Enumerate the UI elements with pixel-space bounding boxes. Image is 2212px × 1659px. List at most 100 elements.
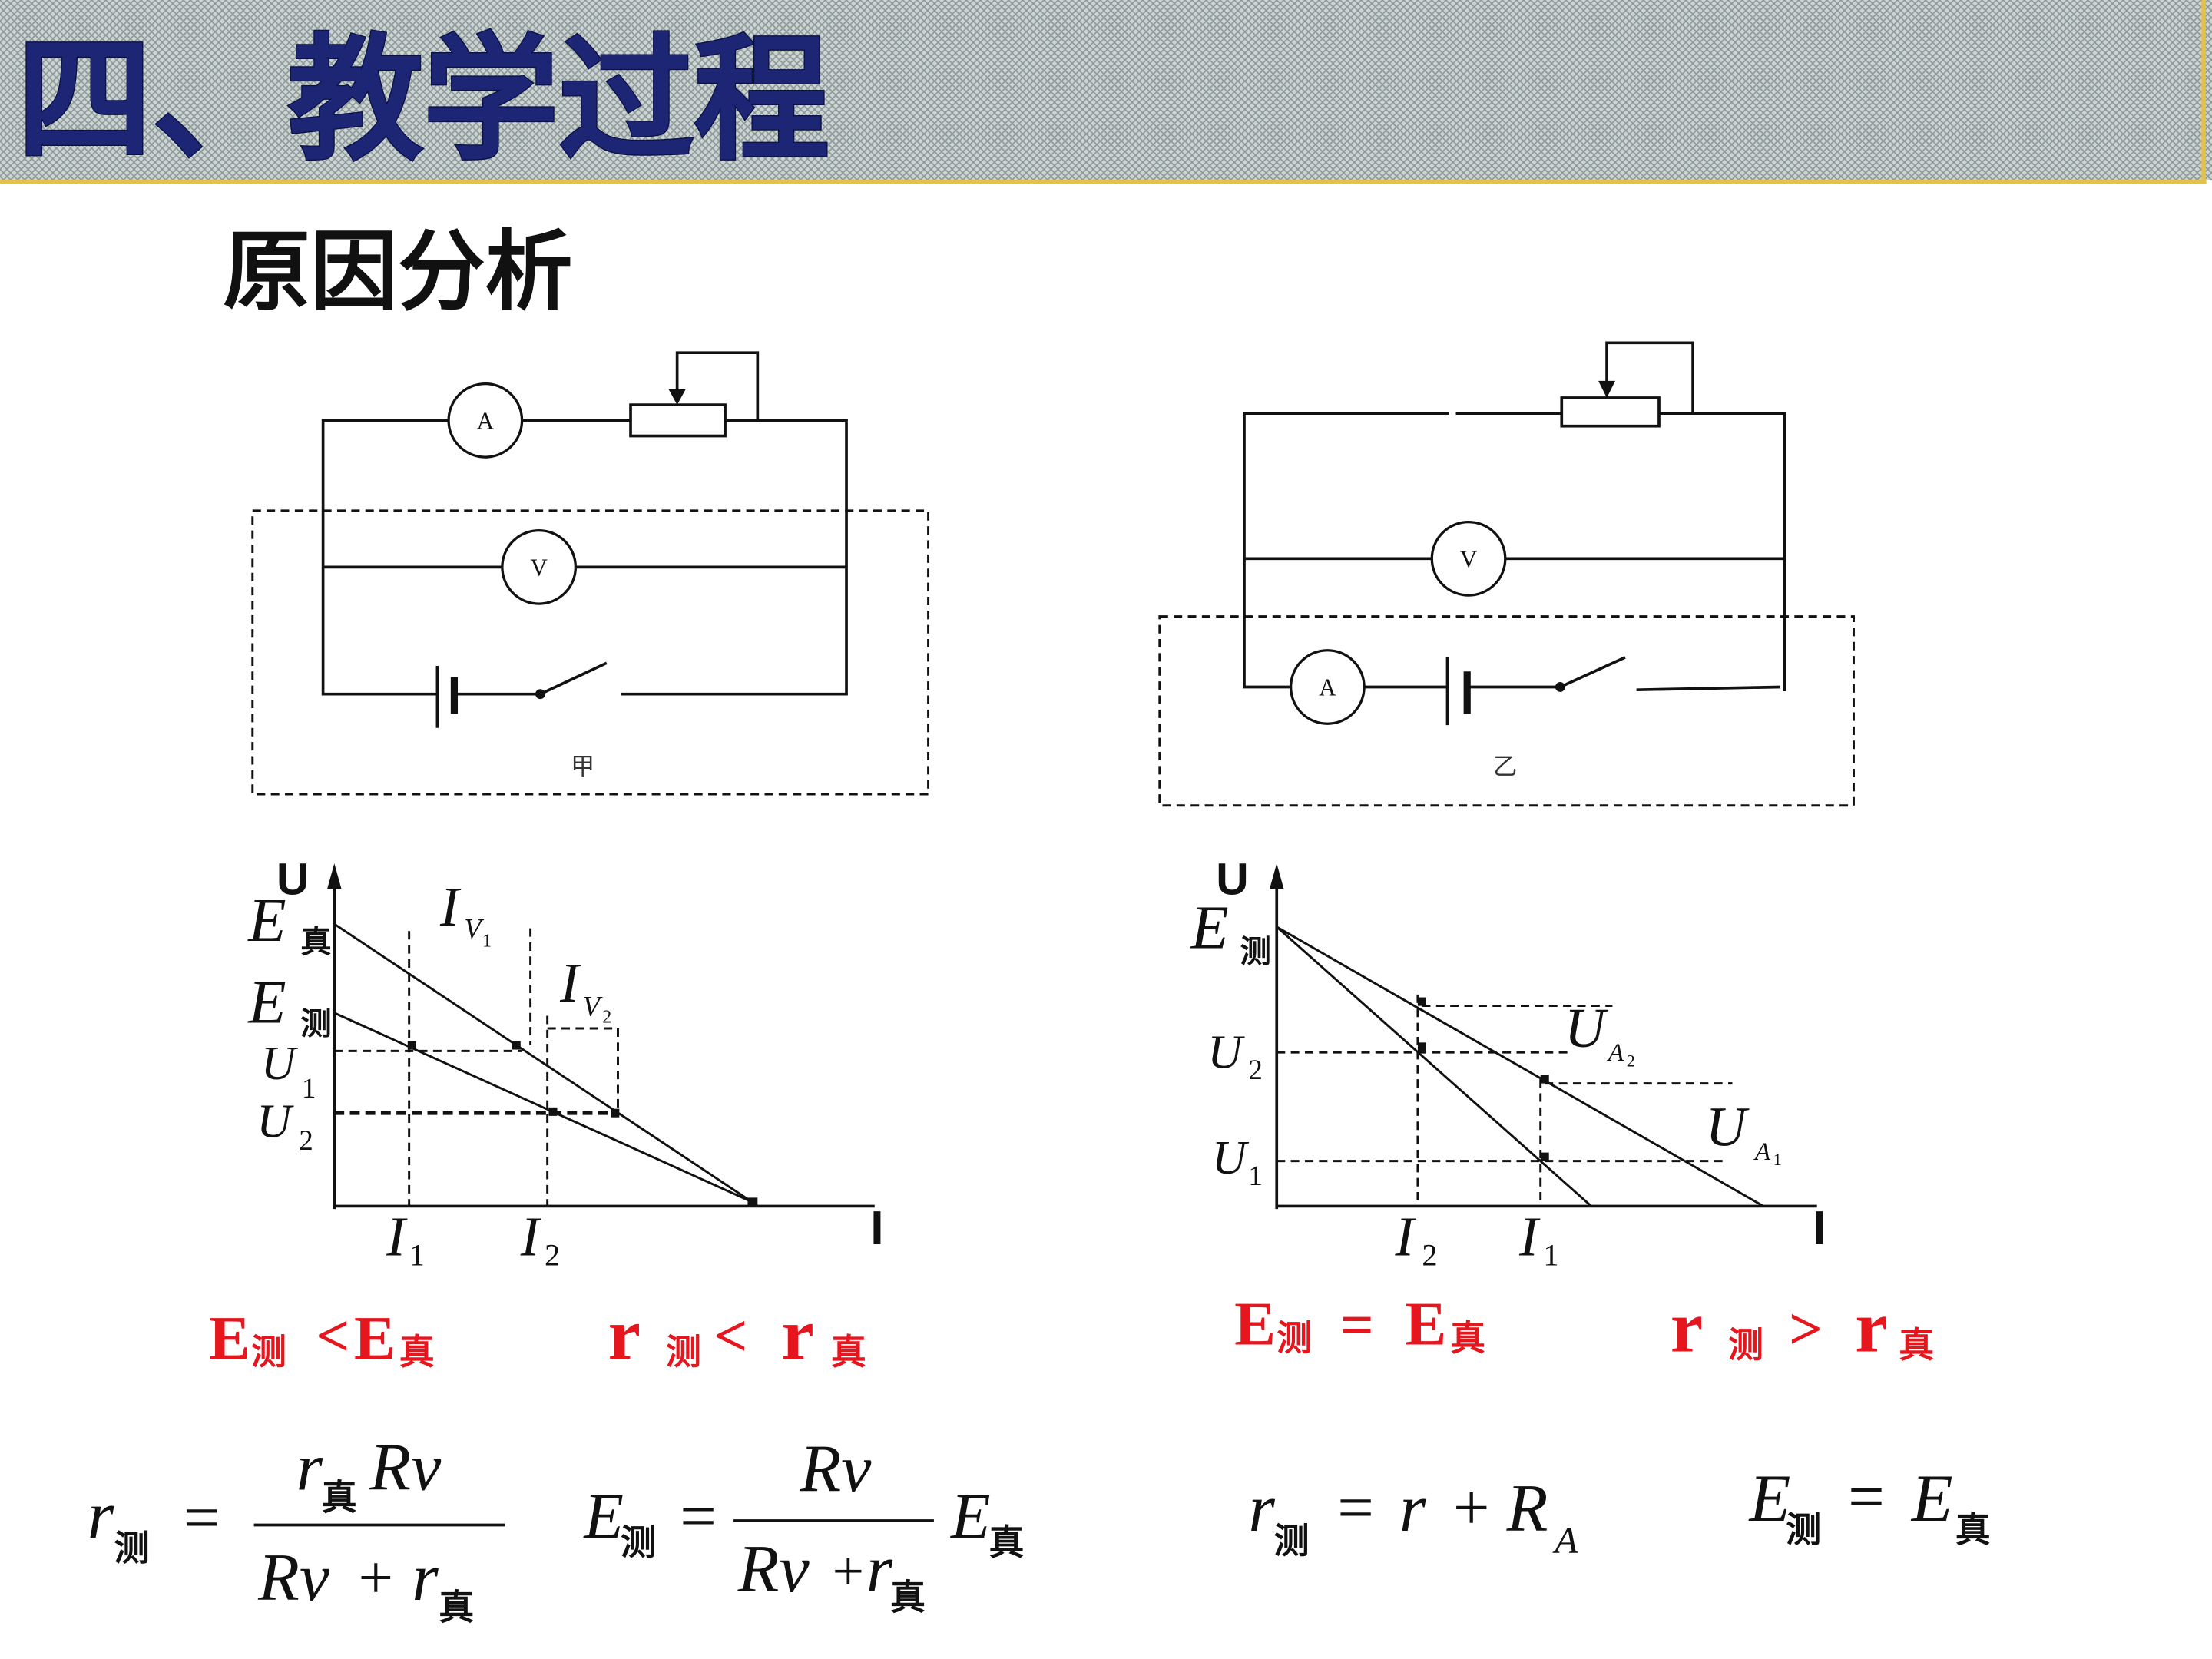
conclusion-yi-r-lhs-sub: 测 xyxy=(1728,1324,1763,1366)
conclusion-yi-emf-lhs: E xyxy=(1234,1290,1276,1358)
formula-r-yi-r: r xyxy=(1399,1471,1426,1546)
conclusion-jia-emf-op: < xyxy=(316,1303,349,1369)
graph-yi-e-meas-sub: 测 xyxy=(1240,933,1270,970)
conclusion-jia-emf: E 测 < E 真 xyxy=(209,1303,435,1373)
circuit-jia-voltmeter xyxy=(501,528,578,605)
circuit-yi-outer-wire xyxy=(1243,412,1786,691)
graph-yi-i2-sub: 2 xyxy=(1422,1238,1437,1273)
header-background xyxy=(0,0,2212,181)
graph-jia-u1-sub: 1 xyxy=(302,1072,316,1104)
circuit-jia-dashed-box xyxy=(251,509,930,796)
formula-e-yi-lhs: E xyxy=(1748,1461,1791,1536)
graph-yi-point xyxy=(1417,1042,1426,1051)
graph-jia-i1-sub: 1 xyxy=(409,1238,425,1273)
conclusion-jia-resistance: r 测 < r 真 xyxy=(608,1293,866,1375)
formula-e-jia-den-rv: Rv xyxy=(737,1532,810,1607)
circuit-jia-rheostat-slider xyxy=(675,351,760,421)
graph-jia-point xyxy=(407,1041,416,1050)
formula-e-jia: E 测 = Rv Rv + r 真 E 真 xyxy=(583,1431,1024,1618)
formula-r-jia-den-rv: Rv xyxy=(257,1540,330,1615)
conclusion-yi-emf-op: = xyxy=(1340,1291,1374,1357)
circuit-jia-slider-arrow xyxy=(668,389,686,406)
formula-r-yi-ra: R xyxy=(1506,1471,1548,1546)
graph-jia-u1: U xyxy=(261,1036,299,1090)
circuit-yi-ammeter-label: A xyxy=(1319,674,1336,701)
conclusion-yi-r-rhs-sub: 真 xyxy=(1899,1324,1934,1366)
formula-r-yi-lhs: r xyxy=(1249,1471,1276,1546)
formula-e-yi: E 测 = E 真 xyxy=(1748,1461,1991,1551)
formula-r-yi: r 测 = r + R A xyxy=(1249,1471,1579,1561)
circuit-yi-voltmeter xyxy=(1430,520,1507,597)
page-title: 四、教学过程 xyxy=(17,21,830,179)
formula-r-jia-den-r: r xyxy=(412,1540,439,1615)
graph-jia-e-true: E xyxy=(247,886,286,955)
graph-yi-i1: I xyxy=(1518,1206,1541,1268)
graph-yi: U I E 测 U 2 U 1 U A 2 U A 1 I 2 I 1 xyxy=(1190,854,1826,1272)
formula-e-yi-eq: = xyxy=(1848,1461,1885,1532)
graph-jia-iv1-sub: V xyxy=(464,912,484,944)
circuit-jia-caption: 甲 xyxy=(571,753,594,780)
conclusion-jia-r-op: < xyxy=(714,1303,747,1369)
formula-e-jia-den-op: + xyxy=(833,1540,864,1602)
formula-r-jia-den-r-sub: 真 xyxy=(439,1587,474,1628)
graph-jia-e-meas-sub: 测 xyxy=(300,1005,331,1041)
graph-jia-point xyxy=(747,1197,758,1207)
circuit-yi-rheostat-slider xyxy=(1605,341,1694,414)
circuit-yi-slider-arrow xyxy=(1598,380,1616,398)
formula-e-yi-rhs-sub: 真 xyxy=(1955,1509,1991,1551)
circuit-jia-ammeter xyxy=(447,382,524,459)
graph-jia-i2: I xyxy=(520,1206,542,1268)
conclusion-jia-emf-rhs: E xyxy=(354,1304,396,1373)
formula-r-jia-lhs: r xyxy=(88,1478,114,1553)
conclusion-yi-r-lhs: r xyxy=(1671,1286,1703,1368)
graph-yi-y-axis-label: U xyxy=(1216,854,1248,904)
circuit-yi-ammeter xyxy=(1289,649,1366,725)
formula-e-jia-eq: = xyxy=(680,1481,717,1552)
circuit-yi-voltmeter-label: V xyxy=(1460,545,1478,572)
conclusion-yi-emf: E 测 = E 真 xyxy=(1234,1290,1485,1358)
formula-e-yi-lhs-sub: 测 xyxy=(1786,1509,1821,1551)
conclusion-jia-r-lhs-sub: 测 xyxy=(666,1331,701,1373)
graph-jia-i2-sub: 2 xyxy=(545,1238,560,1273)
circuit-yi-rheostat xyxy=(1560,396,1661,428)
circuit-yi-switch-blade xyxy=(1559,656,1626,689)
conclusion-jia-emf-rhs-sub: 真 xyxy=(399,1331,435,1373)
formula-r-yi-op: + xyxy=(1453,1472,1490,1544)
graph-jia-measured-line xyxy=(333,1012,753,1204)
graph-yi-ua2-sub: A xyxy=(1607,1039,1624,1067)
conclusion-yi-r-op: > xyxy=(1789,1296,1823,1362)
graph-yi-ua2-subsub: 2 xyxy=(1627,1051,1635,1071)
circuit-jia: A V 甲 xyxy=(251,351,930,796)
graph-jia-iv2-subsub: 2 xyxy=(602,1008,611,1028)
graph-jia-e-true-sub: 真 xyxy=(300,923,331,960)
conclusion-yi-emf-rhs: E xyxy=(1405,1290,1446,1358)
graph-yi-ua1-subsub: 1 xyxy=(1773,1150,1782,1169)
graph-yi-i2: I xyxy=(1395,1206,1417,1268)
graph-yi-steep-line xyxy=(1276,926,1592,1207)
conclusion-yi-r-rhs: r xyxy=(1855,1286,1887,1368)
formula-r-jia: r 测 = r 真 Rv Rv + r 真 xyxy=(88,1430,505,1628)
graph-yi-point xyxy=(1540,1152,1549,1161)
formula-r-jia-lhs-sub: 测 xyxy=(114,1527,150,1568)
graph-yi-i1-sub: 1 xyxy=(1543,1238,1558,1273)
graph-yi-x-axis-label: I xyxy=(1813,1201,1826,1255)
conclusion-jia-r-lhs: r xyxy=(608,1293,641,1375)
graph-yi-u1-sub: 1 xyxy=(1249,1160,1263,1191)
conclusion-yi-emf-lhs-sub: 测 xyxy=(1277,1317,1312,1359)
graph-yi-ua1-sub: A xyxy=(1753,1138,1771,1166)
graph-jia-true-line xyxy=(333,922,753,1204)
formula-e-jia-lhs: E xyxy=(583,1481,624,1552)
conclusion-yi-emf-rhs-sub: 真 xyxy=(1450,1317,1485,1359)
graph-yi-y-arrow xyxy=(1270,863,1284,889)
formula-e-yi-rhs: E xyxy=(1910,1461,1953,1536)
graph-jia-point xyxy=(548,1107,558,1116)
graph-yi-ua1: U xyxy=(1706,1095,1750,1157)
graph-jia-x-axis-label: I xyxy=(870,1201,883,1255)
graph-jia-y-arrow xyxy=(327,863,342,889)
graph-jia-iv2: I xyxy=(559,952,581,1014)
conclusion-yi-resistance: r 测 > r 真 xyxy=(1671,1286,1934,1368)
formula-e-jia-lhs-sub: 测 xyxy=(621,1522,656,1563)
formula-r-jia-den-op: + xyxy=(359,1544,394,1612)
formula-e-jia-den-r-sub: 真 xyxy=(890,1577,926,1618)
formula-e-jia-den-r: r xyxy=(866,1532,893,1607)
